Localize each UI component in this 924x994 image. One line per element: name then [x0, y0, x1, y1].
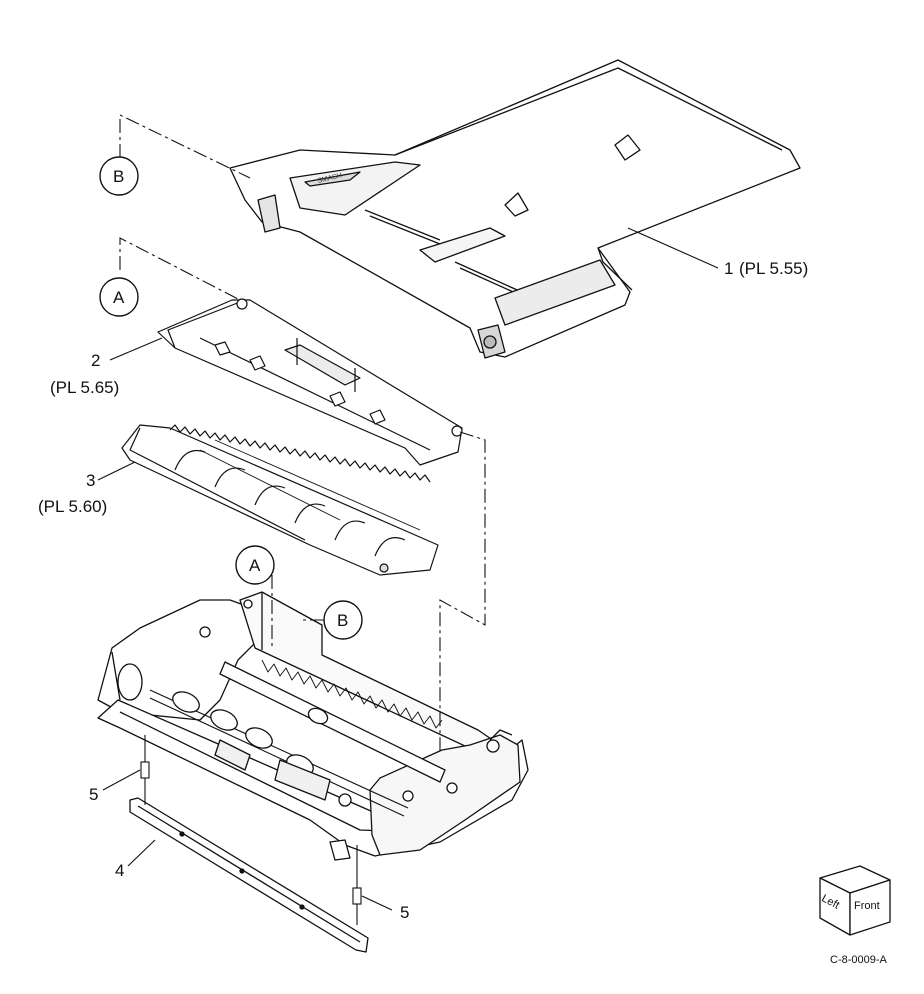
figure-id: C-8-0009-A: [830, 954, 887, 966]
callout-2-number: 2: [91, 351, 101, 370]
main-frame-assembly: [97, 591, 529, 861]
callout-3-number: 3: [86, 471, 96, 490]
part-2-guide-plate: [157, 298, 463, 466]
part-3-roller-guide: [121, 424, 439, 576]
connector-circles: [99, 156, 363, 640]
callout-3-reference: (PL 5.60): [38, 497, 108, 516]
connector-a-bottom-label: A: [249, 556, 261, 575]
callout-5-number-left: 5: [89, 785, 99, 804]
callout-1-reference: (PL 5.55): [739, 259, 809, 278]
callout-2-reference: (PL 5.65): [50, 378, 120, 397]
cube-front-face-label: Front: [854, 900, 880, 912]
part-1-document-tray: SMASH: [229, 59, 801, 359]
orientation-cube: [819, 865, 891, 936]
connector-b-top-label: B: [113, 167, 125, 186]
connector-b-bottom-label: B: [337, 611, 349, 630]
part-5-pins: [140, 735, 362, 925]
callout-1-number: 1: [724, 259, 734, 278]
leader-lines: [97, 227, 719, 911]
connection-lines: [119, 114, 486, 755]
part-4-bottom-guide-bar: [129, 797, 369, 953]
connector-a-top-label: A: [113, 288, 125, 307]
callout-5-number-right: 5: [400, 903, 410, 922]
callout-4-number: 4: [115, 861, 125, 880]
